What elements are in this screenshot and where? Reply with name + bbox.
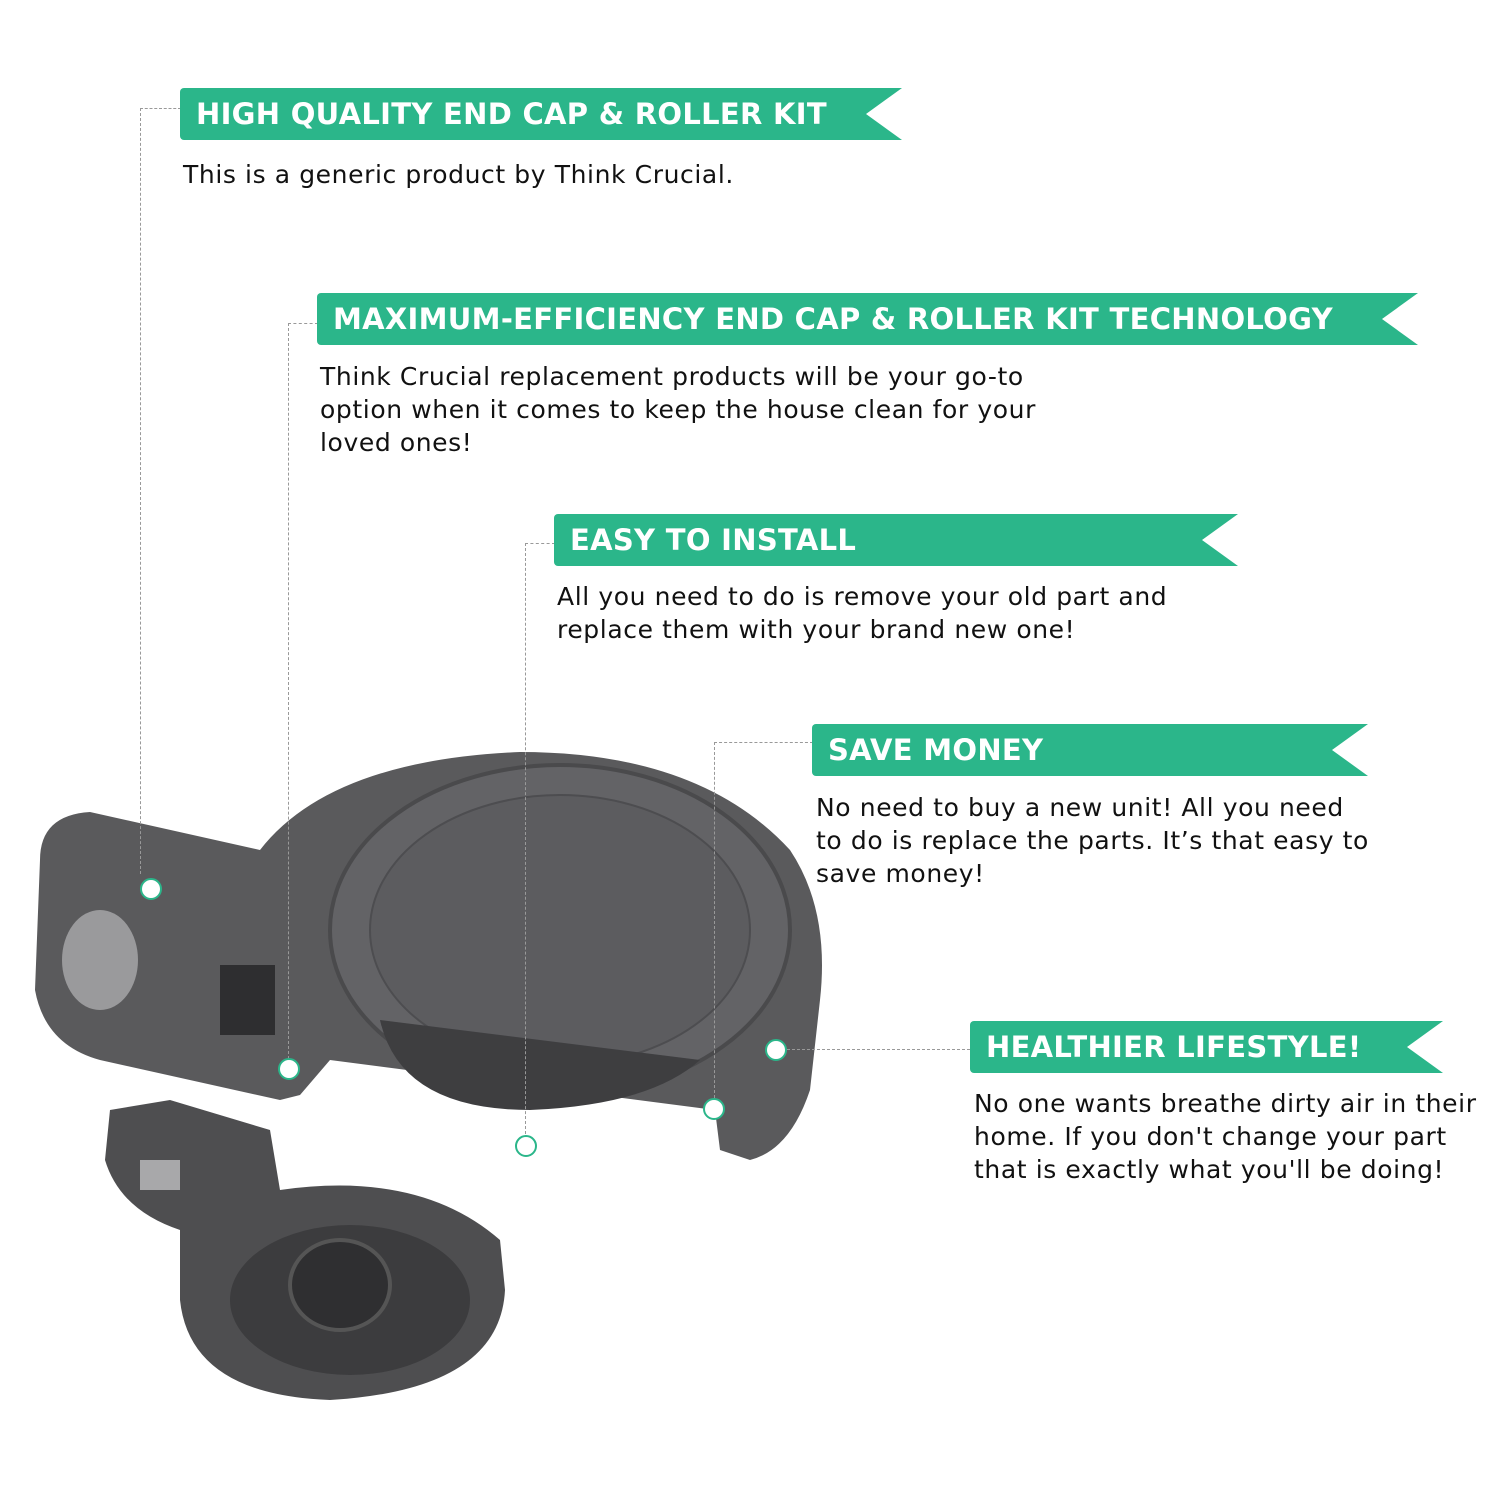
- feature-title-1: HIGH QUALITY END CAP & ROLLER KIT: [180, 88, 902, 140]
- callout-dot-4: [703, 1098, 725, 1120]
- feature-title-3: EASY TO INSTALL: [554, 514, 1238, 566]
- feature-text-5: No one wants breathe dirty air in their …: [974, 1089, 1477, 1184]
- feature-title-5: HEALTHIER LIFESTYLE!: [970, 1021, 1443, 1073]
- leader-line-1: [140, 108, 181, 874]
- feature-text-2: Think Crucial replacement products will …: [320, 362, 1036, 457]
- callout-dot-1: [140, 878, 162, 900]
- feature-text-1: This is a generic product by Think Cruci…: [183, 160, 734, 189]
- leader-line-4: [714, 742, 813, 1098]
- feature-title-4: SAVE MONEY: [812, 724, 1368, 776]
- roller-cap: [105, 1100, 505, 1400]
- feature-title-2: MAXIMUM-EFFICIENCY END CAP & ROLLER KIT …: [317, 293, 1418, 345]
- feature-text-3: All you need to do is remove your old pa…: [557, 582, 1168, 644]
- callout-dot-5: [765, 1039, 787, 1061]
- leader-line-3: [525, 543, 555, 1134]
- leader-line-5: [787, 1049, 970, 1050]
- end-cap: [35, 752, 822, 1160]
- callout-dot-3: [515, 1135, 537, 1157]
- leader-line-2: [288, 323, 318, 1059]
- feature-text-4: No need to buy a new unit! All you need …: [816, 793, 1369, 888]
- callout-dot-2: [278, 1058, 300, 1080]
